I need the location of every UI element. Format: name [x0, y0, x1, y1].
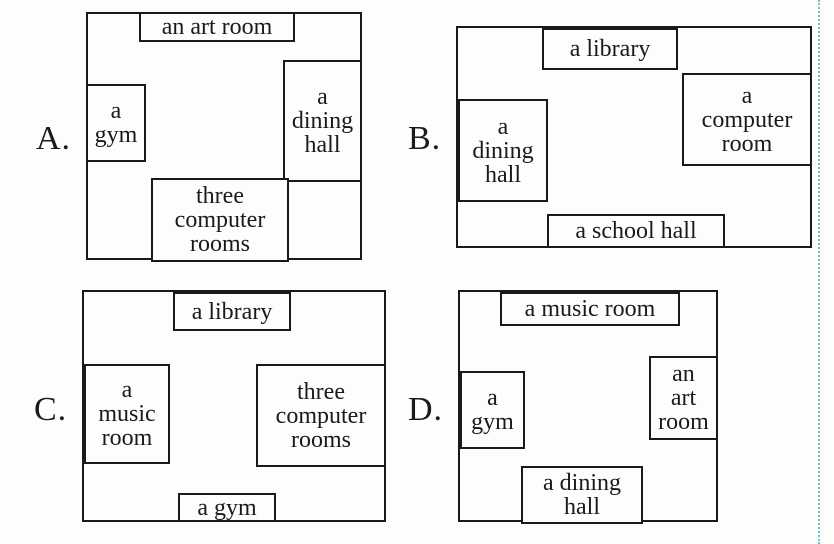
option-d-floor-plan: a music room a gym an art room a dining …	[458, 290, 718, 524]
option-a-gym: a gym	[86, 84, 146, 162]
option-a-art-room: an art room	[139, 12, 295, 42]
option-a-letter: A.	[36, 120, 72, 157]
option-d-gym: a gym	[460, 371, 525, 449]
option-c-music-room: a music room	[84, 364, 170, 464]
option-d-music-room: a music room	[500, 292, 680, 326]
option-b-dining-hall: a dining hall	[458, 99, 548, 202]
option-c-library: a library	[173, 292, 291, 331]
option-c-gym: a gym	[178, 493, 276, 522]
option-b-letter: B.	[408, 120, 442, 157]
page-edge-dotted-line	[818, 0, 820, 544]
option-c-computer-rooms: three computer rooms	[256, 364, 386, 467]
option-c-letter: C.	[34, 391, 68, 428]
option-a-computer-rooms: three computer rooms	[151, 178, 289, 262]
option-b-library: a library	[542, 28, 678, 70]
option-a-floor-plan: an art room a gym a dining hall three co…	[86, 12, 362, 262]
option-d-letter: D.	[408, 391, 444, 428]
option-b-floor-plan: a library a dining hall a computer room …	[456, 26, 812, 248]
option-b-school-hall: a school hall	[547, 214, 725, 248]
option-c-floor-plan: a library a music room three computer ro…	[82, 290, 386, 522]
option-a-dining-hall: a dining hall	[283, 60, 362, 182]
option-d-art-room: an art room	[649, 356, 718, 440]
option-b-computer-room: a computer room	[682, 73, 812, 166]
option-d-dining-hall: a dining hall	[521, 466, 643, 524]
